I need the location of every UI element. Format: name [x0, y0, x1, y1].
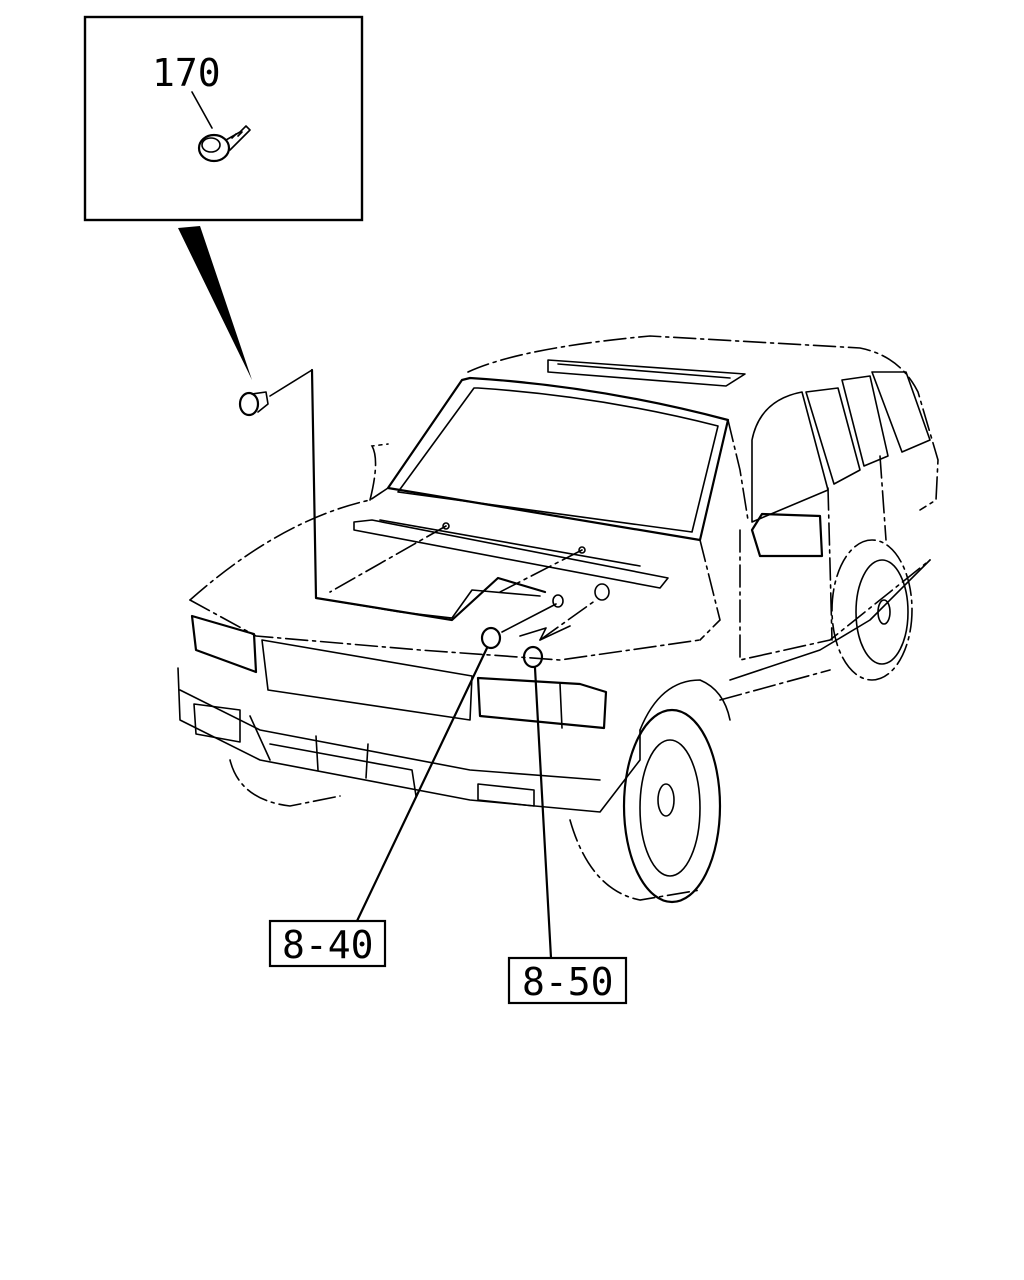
detail-inset-frame — [83, 15, 364, 222]
vehicle-outline — [177, 335, 939, 904]
ref-label-8-50: 8-50 — [522, 960, 614, 1004]
part-170-leader — [191, 91, 213, 129]
clip-fastener-icon — [197, 125, 251, 163]
ref-label-8-40: 8-40 — [282, 923, 374, 967]
ref-8-50-leader — [533, 666, 553, 960]
inset-pointer-wedge — [178, 226, 252, 380]
clip-on-vehicle-icon — [238, 369, 313, 417]
plug-8-40-icon — [480, 626, 502, 650]
detail-inset: 170 — [83, 15, 364, 222]
hood-insulator-leader — [310, 368, 547, 622]
ref-box-8-50: 8-50 — [507, 956, 628, 1005]
part-number-170: 170 — [152, 51, 221, 95]
insulator-fasteners — [329, 522, 610, 669]
ref-8-40-leader — [355, 646, 489, 923]
plug-8-50-icon — [522, 645, 544, 669]
ref-box-8-40: 8-40 — [268, 919, 387, 968]
